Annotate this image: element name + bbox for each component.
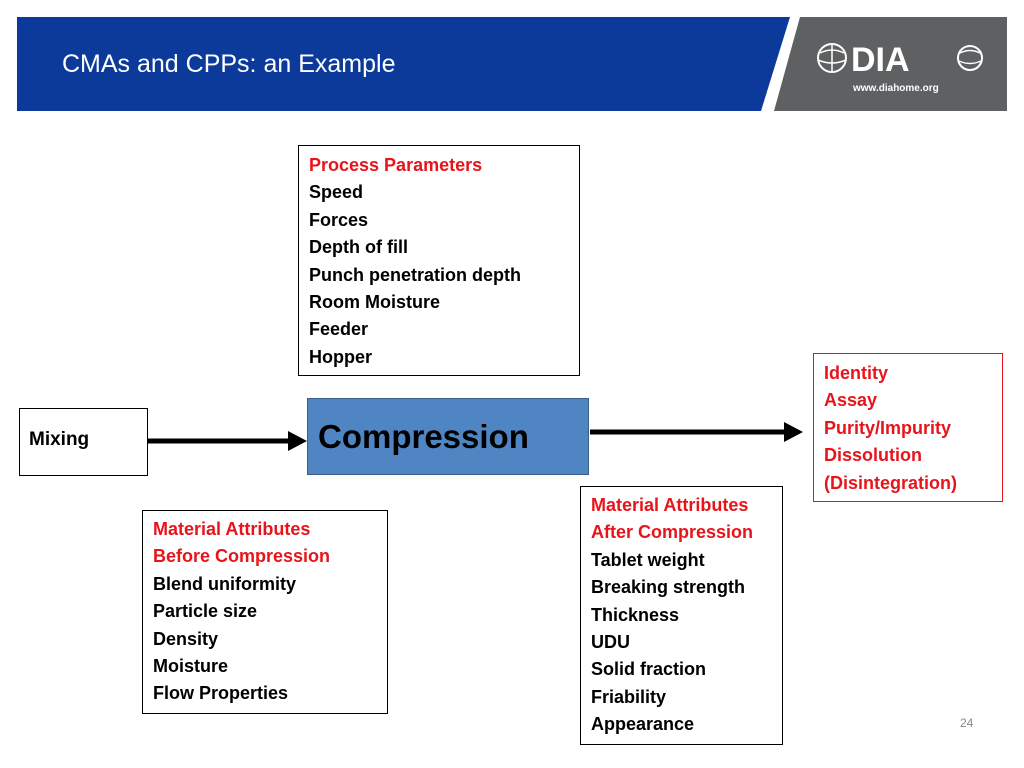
process-parameter-item: Depth of fill [309,237,408,258]
material-after-heading: Material Attributes [591,495,749,515]
material-after-item: Friability [591,686,667,707]
material-after-subheading: After Compression [591,522,754,543]
material-after-box: Material Attributes After Compression Ta… [580,486,783,745]
process-parameter-item: Hopper [309,346,372,367]
material-before-item: Flow Properties [153,683,289,704]
quality-attribute-item: Purity/Impurity [824,417,952,438]
process-parameters-box: Process Parameters Speed Forces Depth of… [298,145,580,376]
material-after-item: Breaking strength [591,577,746,598]
mixing-label: Mixing [29,429,90,450]
process-parameter-item: Punch penetration depth [309,264,522,285]
quality-attributes-box: Identity Assay Purity/Impurity Dissoluti… [813,353,1003,502]
material-after-item: Tablet weight [591,549,705,570]
logo-url: www.diahome.org [853,83,939,94]
page-number: 24 [960,716,974,730]
material-before-item: Density [153,628,219,649]
quality-attribute-item: Dissolution [824,445,922,466]
material-after-item: Appearance [591,714,695,735]
material-after-item: Thickness [591,604,680,625]
mixing-box [19,408,148,476]
material-after-item: UDU [591,632,630,653]
process-parameters-heading: Process Parameters [309,155,483,175]
compression-box [307,398,589,475]
process-parameter-item: Feeder [309,319,369,340]
quality-attribute-item: Assay [824,390,878,411]
process-parameter-item: Speed [309,182,364,203]
material-before-heading: Material Attributes [153,519,311,539]
material-before-subheading: Before Compression [153,546,331,567]
globe-right-icon [957,45,983,71]
mixing-to-compression-arrow [148,431,307,451]
material-before-item: Blend uniformity [153,573,296,594]
compression-to-output-arrow [590,422,803,442]
header-banner [17,17,1007,111]
quality-attribute-item: (Disintegration) [824,472,957,493]
slide-title: CMAs and CPPs: an Example [62,50,396,78]
compression-label: Compression [318,418,529,455]
material-before-item: Moisture [153,656,229,677]
material-after-item: Solid fraction [591,659,707,680]
dia-logo: DIA [817,41,983,79]
material-before-item: Particle size [153,601,258,622]
process-parameter-item: Forces [309,209,369,230]
svg-text:DIA: DIA [851,41,910,79]
quality-attribute-item: Identity [824,363,889,383]
material-before-box: Material Attributes Before Compression B… [142,510,388,714]
process-parameter-item: Room Moisture [309,292,441,313]
